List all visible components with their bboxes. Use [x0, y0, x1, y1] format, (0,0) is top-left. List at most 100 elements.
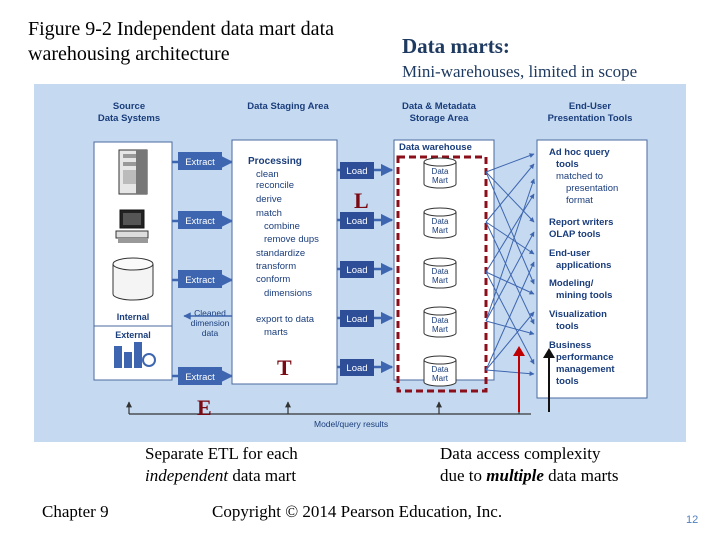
tool-label: performance — [556, 352, 614, 363]
slide-title: Figure 9-2 Independent data mart data wa… — [28, 18, 334, 65]
etl-letter-l: L — [354, 188, 369, 213]
load-label: Load — [346, 265, 367, 276]
load-box — [340, 162, 374, 179]
mart-label-1: Data — [432, 167, 449, 176]
load-label: Load — [346, 363, 367, 374]
processing-item: dimensions — [264, 288, 312, 299]
data-mart: Data Mart — [423, 157, 457, 189]
load-label: Load — [346, 314, 367, 325]
mart-label-2: Mart — [432, 226, 449, 235]
caption-left-emphasis: independent — [145, 466, 229, 485]
caption-right-pre: due to — [440, 466, 487, 485]
col-source-label-1: Source — [113, 101, 145, 112]
extract-label: Extract — [185, 157, 215, 168]
tool-label: applications — [556, 260, 611, 271]
load-box — [340, 261, 374, 278]
caption-right-emphasis: multiple — [486, 466, 544, 485]
tools-arrowhead — [543, 348, 555, 358]
data-mart: Data Mart — [423, 355, 457, 387]
extract-label: Extract — [185, 216, 215, 227]
internal-label: Internal — [117, 312, 150, 322]
load-label: Load — [346, 166, 367, 177]
extract-box — [178, 152, 222, 170]
processing-item: reconcile — [256, 180, 294, 191]
external-chart-icon — [114, 342, 156, 368]
tool-label: matched to — [556, 171, 603, 182]
tool-label: End-user — [549, 248, 590, 259]
desktop-computer-icon — [115, 209, 149, 243]
extract-box — [178, 367, 222, 385]
server-icon — [118, 149, 148, 195]
data-mart-group: Data Mart Data Mart Data Mart Data Mart — [423, 157, 457, 387]
tool-label: Report writers — [549, 217, 613, 228]
architecture-diagram: Source Data Systems Data Staging Area Da… — [34, 84, 686, 442]
tool-label: Modeling/ — [549, 278, 594, 289]
caption-left-rest: data mart — [228, 466, 297, 485]
mart-label-1: Data — [432, 316, 449, 325]
processing-item: standardize — [256, 248, 305, 259]
tool-label: tools — [556, 321, 579, 332]
database-icon — [112, 257, 154, 301]
data-mart: Data Mart — [423, 207, 457, 239]
processing-panel — [231, 139, 338, 385]
processing-item: export to data — [256, 314, 315, 325]
tool-label: Business — [549, 340, 591, 351]
tool-label: OLAP tools — [549, 229, 601, 240]
processing-item: conform — [256, 274, 290, 285]
data-marts-subtitle: Mini-warehouses, limited in scope — [402, 62, 638, 81]
extract-box — [178, 211, 222, 229]
data-mart: Data Mart — [423, 306, 457, 338]
page-number: 12 — [686, 514, 699, 526]
data-warehouse-label: Data warehouse — [399, 142, 472, 153]
mart-label-2: Mart — [432, 374, 449, 383]
mart-label-1: Data — [432, 267, 449, 276]
load-box — [340, 310, 374, 327]
data-mart: Data Mart — [423, 257, 457, 289]
cleaned-dimension-label-3: data — [202, 328, 219, 338]
tool-label: tools — [556, 376, 579, 387]
extract-boxes — [178, 152, 222, 385]
cleaned-dimension-label-2: dimension — [191, 318, 230, 328]
processing-item: marts — [264, 327, 288, 338]
extract-label: Extract — [185, 372, 215, 383]
end-user-tools-panel — [536, 139, 648, 399]
load-boxes — [340, 162, 374, 376]
caption-left-line-2: independent data mart — [145, 465, 298, 487]
processing-item: derive — [256, 194, 282, 205]
extract-label: Extract — [185, 275, 215, 286]
col-storage-label-1: Data & Metadata — [402, 101, 477, 112]
tool-label: Ad hoc query — [549, 147, 610, 158]
model-query-results-label: Model/query results — [314, 419, 388, 429]
caption-right: Data access complexity due to multiple d… — [440, 443, 619, 487]
tool-label: tools — [556, 159, 579, 170]
caption-right-post: data marts — [543, 466, 619, 485]
caption-right-line-2: due to multiple data marts — [440, 465, 619, 487]
tool-label: presentation — [566, 183, 618, 194]
mart-label-1: Data — [432, 217, 449, 226]
mart-label-2: Mart — [432, 176, 449, 185]
etl-letter-t: T — [277, 355, 292, 380]
tool-label: format — [566, 195, 593, 206]
col-source-label-2: Data Systems — [98, 113, 160, 124]
col-staging-label: Data Staging Area — [247, 101, 329, 112]
processing-item: combine — [264, 221, 300, 232]
mart-label-1: Data — [432, 365, 449, 374]
external-label: External — [115, 330, 151, 340]
col-enduser-label-1: End-User — [569, 101, 612, 112]
tool-label: mining tools — [556, 290, 612, 301]
processing-item: remove dups — [264, 234, 319, 245]
caption-right-line-1: Data access complexity — [440, 444, 601, 463]
load-box — [340, 212, 374, 229]
access-arrows — [485, 153, 535, 377]
tool-label: Visualization — [549, 309, 607, 320]
processing-item: match — [256, 208, 282, 219]
tool-label: management — [556, 364, 615, 375]
processing-item: transform — [256, 261, 296, 272]
processing-title: Processing — [248, 156, 302, 167]
processing-item: clean — [256, 169, 279, 180]
load-box — [340, 359, 374, 376]
data-marts-heading: Data marts: — [402, 34, 510, 58]
caption-left: Separate ETL for each independent data m… — [145, 443, 298, 487]
load-label: Load — [346, 216, 367, 227]
